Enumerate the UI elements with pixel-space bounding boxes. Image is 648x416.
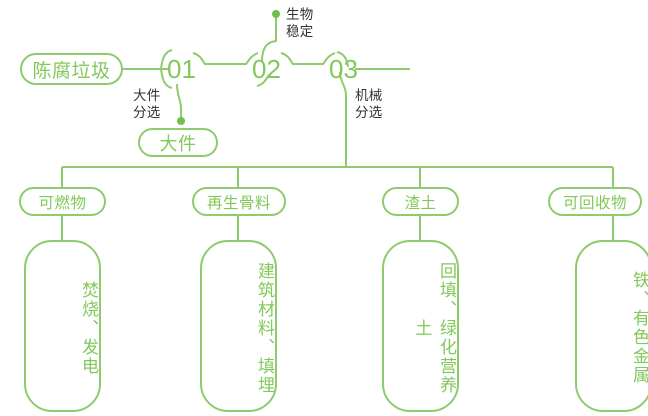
stage-note-01: 大件 分选 bbox=[133, 88, 161, 120]
destination-box-outline-2 bbox=[200, 240, 277, 412]
line-01-to-02 bbox=[192, 52, 259, 65]
stage-note-02: 生物 稳定 bbox=[286, 7, 314, 39]
line-02-to-03 bbox=[280, 52, 336, 65]
category-label-4: 可回收物 bbox=[562, 194, 627, 212]
bracket-left-01 bbox=[159, 49, 173, 89]
endpoint-dot-bio bbox=[272, 10, 280, 18]
stage-number-02: 02 bbox=[252, 54, 281, 84]
source-pill-label: 陈腐垃圾 bbox=[32, 60, 111, 82]
destination-label-3: 回填、绿化营养土 bbox=[412, 261, 456, 395]
stage-note-03: 机械 分选 bbox=[355, 88, 383, 120]
bracket-lower-02 bbox=[256, 74, 270, 87]
bracket-top-03 bbox=[336, 51, 349, 68]
category-pill-outline-4 bbox=[548, 187, 642, 216]
category-label-3: 渣土 bbox=[404, 194, 437, 212]
byproduct-pill-outline bbox=[138, 128, 218, 157]
destination-box-outline-4 bbox=[575, 240, 648, 412]
byproduct-pill-label: 大件 bbox=[159, 133, 197, 154]
stage-number-03: 03 bbox=[329, 54, 358, 84]
category-label-1: 可燃物 bbox=[38, 194, 87, 212]
destination-box-outline-1 bbox=[24, 240, 101, 412]
endpoint-dot-bulky bbox=[177, 117, 185, 125]
riser-02-to-bio bbox=[261, 15, 277, 63]
drop-03-to-bus bbox=[339, 71, 347, 167]
category-label-2: 再生骨料 bbox=[206, 194, 271, 212]
destination-label-4: 铁、有色金属 bbox=[630, 271, 648, 385]
destination-label-1: 焚烧、发电 bbox=[79, 280, 98, 376]
destination-box-outline-3 bbox=[382, 240, 459, 412]
destination-label-2: 建筑材料、填埋 bbox=[255, 261, 274, 395]
drop-01-to-bulky bbox=[176, 83, 182, 120]
stage-number-01: 01 bbox=[167, 54, 196, 84]
